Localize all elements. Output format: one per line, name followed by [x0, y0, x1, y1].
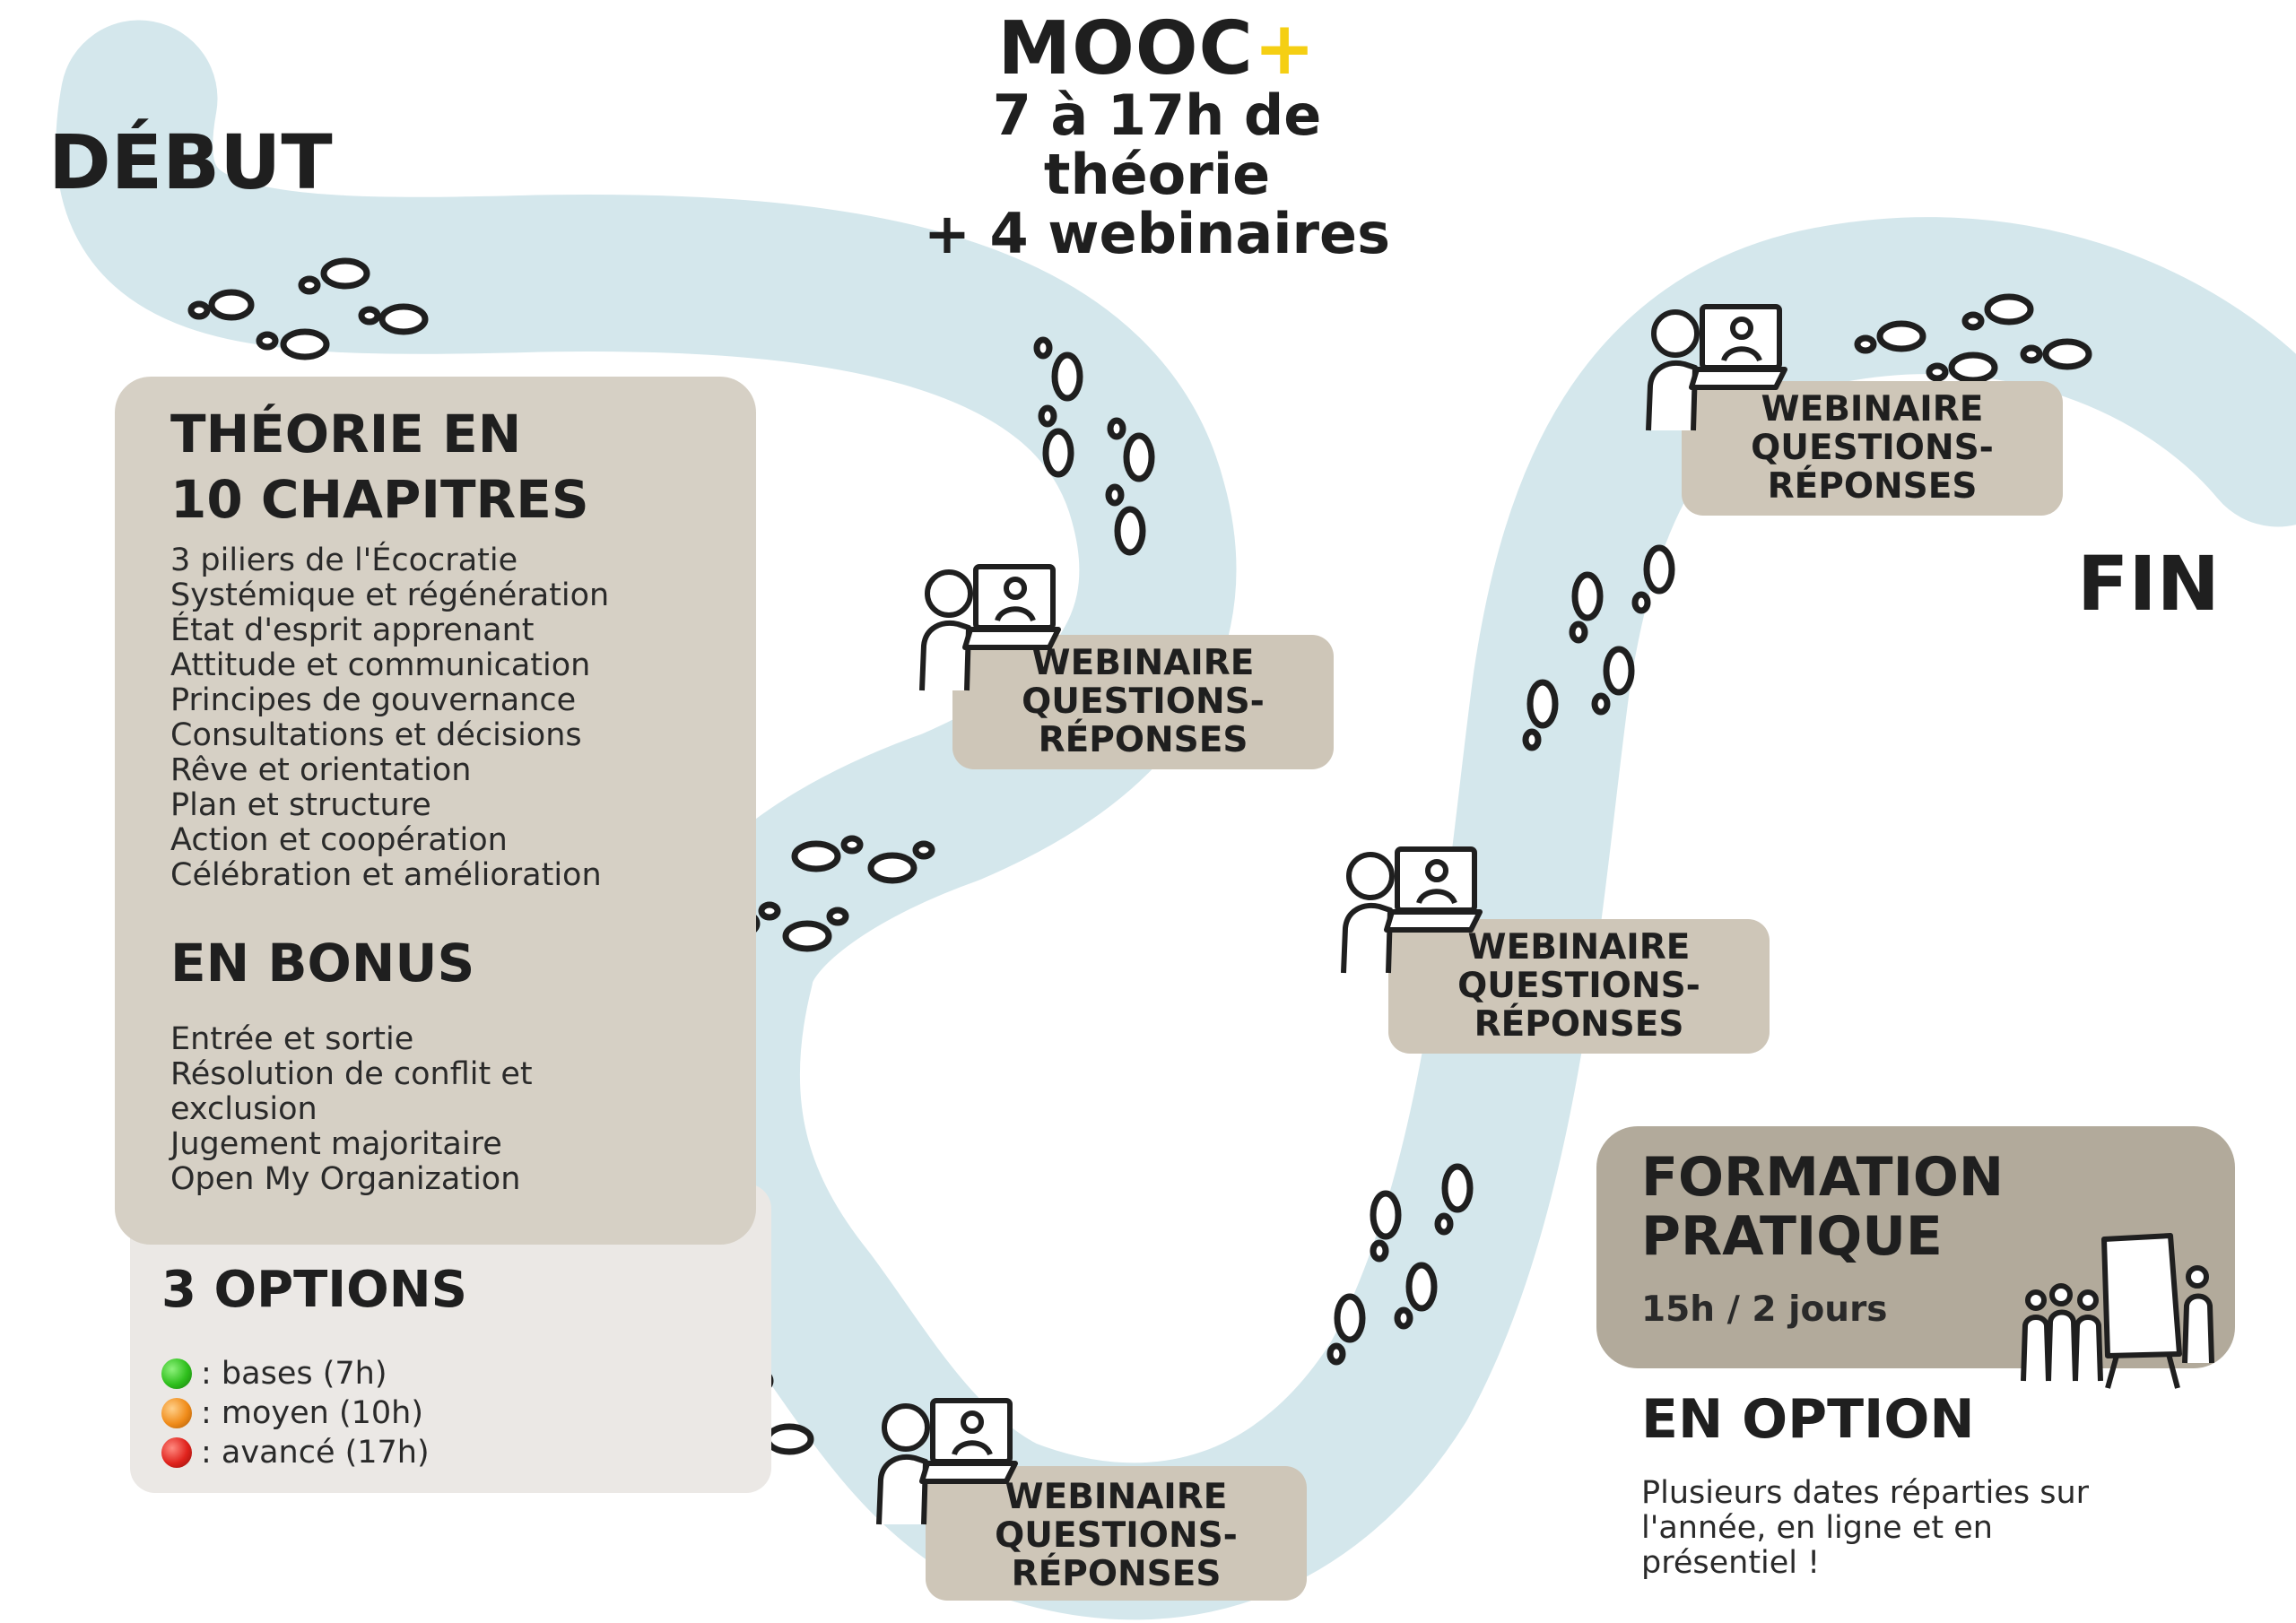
webinar-box [1682, 381, 2063, 516]
group-flipchart-icon [2021, 1233, 2214, 1389]
footprints-icon [1522, 544, 1675, 751]
footprints-icon [1326, 1163, 1474, 1366]
list-item: Consultations et décisions [170, 717, 582, 753]
mooc-subtitle-2: + 4 webinaires [924, 201, 1390, 266]
status-dot-icon [161, 1437, 192, 1468]
webinar-presenter-icon [1646, 304, 1787, 431]
list-item: Action et coopération [170, 822, 508, 858]
footprints-icon [1854, 293, 2092, 384]
webinar-presenter-icon [919, 564, 1061, 691]
option-item: : moyen (10h) [161, 1393, 430, 1433]
list-item: Rêve et orientation [170, 752, 472, 788]
list-item: État d'esprit apprenant [170, 612, 535, 648]
option-text: Plusieurs dates réparties sur l'année, e… [1641, 1475, 2090, 1581]
webinar-presenter-icon [1341, 846, 1483, 974]
bonus-title: EN BONUS [170, 933, 475, 994]
status-dot-icon [161, 1358, 192, 1389]
mooc-plus: + [1253, 6, 1317, 91]
formation-title: FORMATION PRATIQUE [1641, 1146, 2005, 1268]
theory-panel [115, 377, 756, 1245]
options-title: 3 OPTIONS [161, 1261, 467, 1319]
mooc-title: MOOC+ [997, 6, 1317, 91]
option-title: EN OPTION [1641, 1388, 1975, 1451]
webinar-presenter-icon [876, 1398, 1018, 1525]
options-list: : bases (7h) : moyen (10h) : avancé (17h… [161, 1354, 430, 1472]
formation-duration: 15h / 2 jours [1641, 1289, 1888, 1330]
option-item: : avancé (17h) [161, 1433, 430, 1472]
mooc-subtitle-1: 7 à 17h de théorie [992, 82, 1322, 207]
webinar-box [952, 635, 1334, 769]
list-item: Entrée et sortie [170, 1021, 414, 1057]
start-label: DÉBUT [48, 118, 333, 206]
option-item: : bases (7h) [161, 1354, 430, 1393]
list-item: Plan et structure [170, 787, 431, 823]
list-item: Systémique et régénération [170, 577, 610, 613]
end-label: FIN [2077, 540, 2220, 628]
mooc-header: MOOC+ 7 à 17h de théorie + 4 webinaires [879, 13, 1435, 264]
list-item: Open My Organization [170, 1161, 521, 1197]
webinar-box [926, 1466, 1307, 1601]
list-item: Résolution de conflit et exclusion [170, 1056, 533, 1127]
list-item: Célébration et amélioration [170, 857, 602, 893]
footprints-icon [1033, 336, 1155, 556]
list-item: 3 piliers de l'Écocratie [170, 542, 518, 578]
bonus-list: Entrée et sortie Résolution de conflit e… [170, 1022, 673, 1197]
list-item: Principes de gouvernance [170, 682, 577, 718]
webinar-box [1388, 919, 1770, 1054]
list-item: Jugement majoritaire [170, 1126, 502, 1162]
status-dot-icon [161, 1398, 192, 1428]
chapter-list: 3 piliers de l'Écocratie Systémique et r… [170, 543, 609, 893]
footprints-icon [187, 257, 429, 360]
theory-title: THÉORIE EN 10 CHAPITRES [170, 404, 589, 530]
list-item: Attitude et communication [170, 647, 591, 683]
